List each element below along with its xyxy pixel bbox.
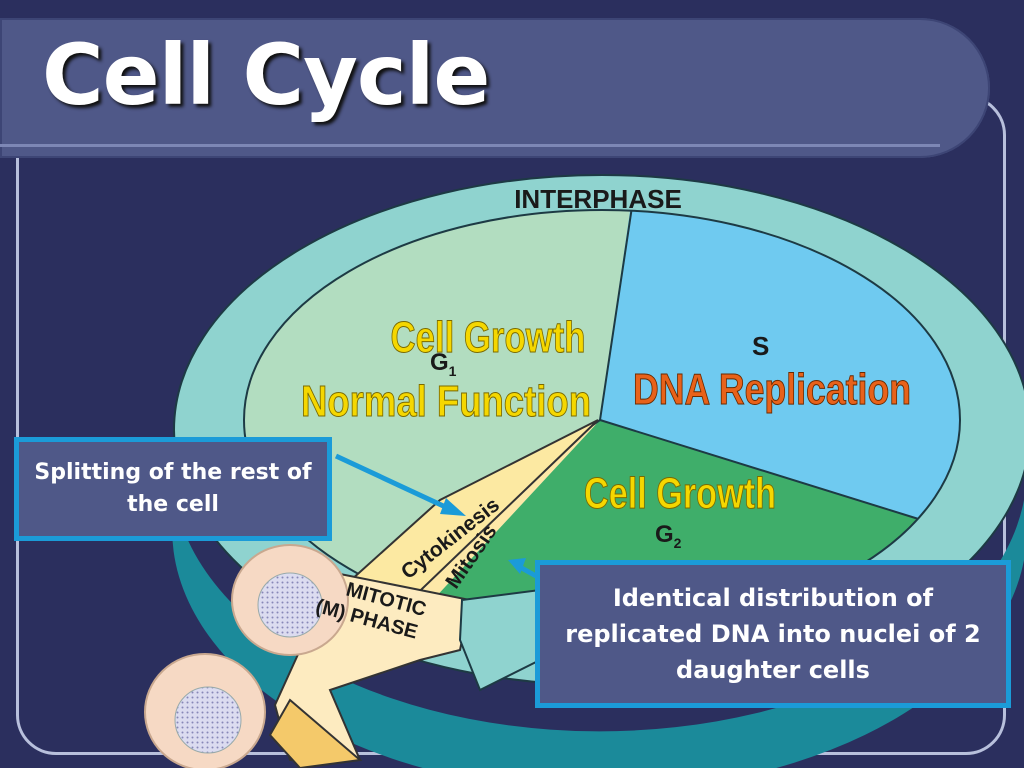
left-pointer-arrow [334,453,466,516]
slide-title: Cell Cycle [42,26,490,124]
ring-arrow-head [458,588,541,692]
normal-function-label: Normal Function [301,377,591,426]
cytokinesis-callout: Splitting of the rest of the cell [14,437,332,541]
g1-label: G1 [430,349,457,379]
right-pointer-arrow [508,558,538,579]
interphase-label: INTERPHASE [514,184,682,214]
title-bar [0,18,990,158]
dna-replication-label: DNA Replication [633,365,911,414]
mitosis-callout: Identical distribution of replicated DNA… [535,560,1011,708]
s-label: S [752,331,769,361]
daughter-cell-1 [231,544,349,656]
title-divider [0,144,940,147]
g2-label: G2 [655,521,682,551]
cell-growth-g1-label: Cell Growth [391,313,586,362]
cell-growth-g2-label: Cell Growth [584,469,776,518]
daughter-cell-2 [144,653,266,768]
